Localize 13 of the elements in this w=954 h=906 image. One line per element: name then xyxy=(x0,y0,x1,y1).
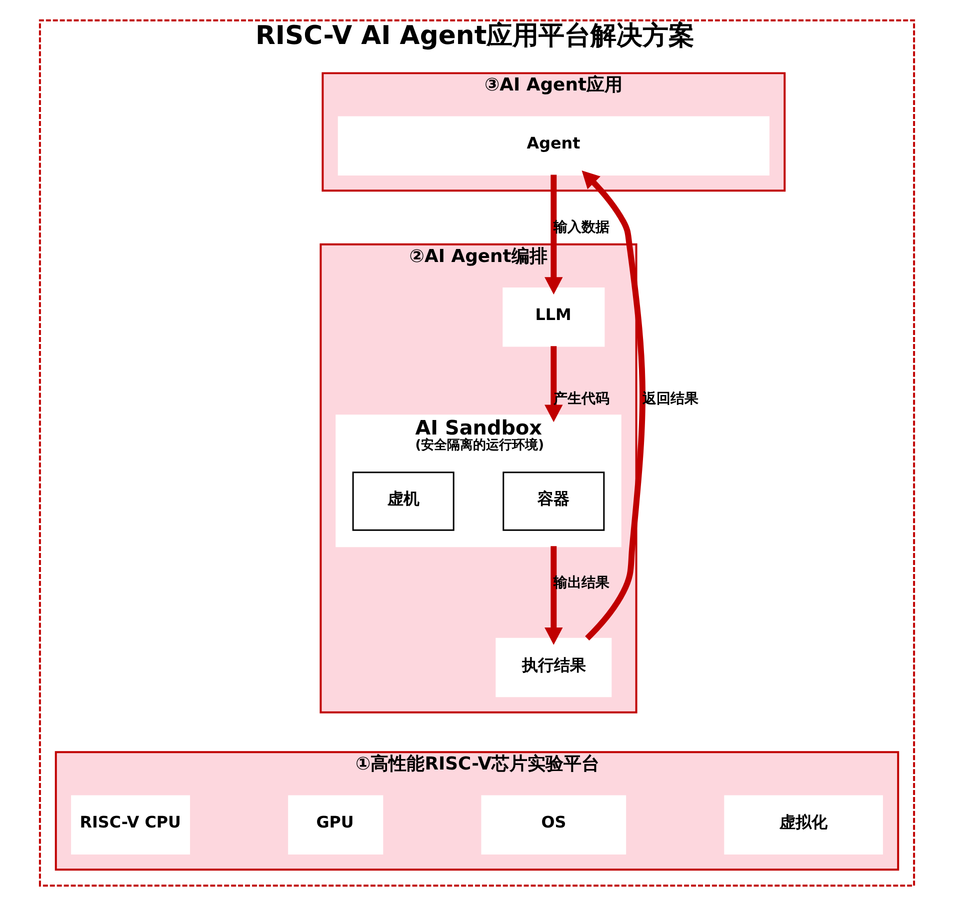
node-box: Agent xyxy=(338,116,770,176)
node-box: 容器 xyxy=(502,472,605,531)
node-box: RISC-V CPU xyxy=(71,795,190,854)
node-box: GPU xyxy=(288,795,384,854)
node-box: 虚机 xyxy=(352,472,454,531)
arrow xyxy=(582,170,646,640)
node-box: 虚拟化 xyxy=(724,795,883,854)
node-box: OS xyxy=(481,795,626,854)
arrow xyxy=(544,346,563,422)
arrow xyxy=(544,174,563,295)
node-box: LLM xyxy=(502,287,605,347)
arrow xyxy=(544,546,563,645)
node-box: 执行结果 xyxy=(496,638,612,698)
